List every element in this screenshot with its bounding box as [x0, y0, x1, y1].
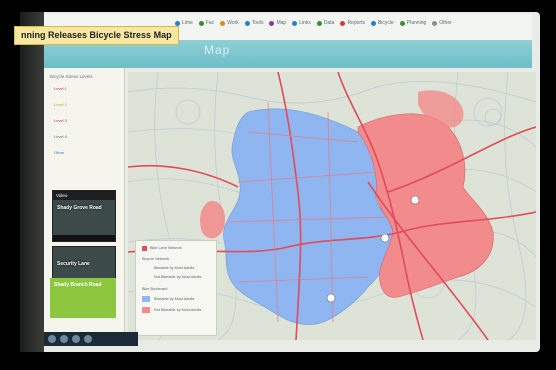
bookmark-link[interactable]: Other — [432, 20, 452, 26]
bookmark-icon — [292, 20, 298, 26]
bookmark-link[interactable]: Work — [220, 20, 239, 26]
bookmark-link[interactable]: Bicycle — [370, 20, 394, 26]
legend-section: Bike Boulevard — [142, 287, 168, 291]
legend-row: Not Bikeable by Most Adults — [154, 275, 202, 279]
bookmark-icon — [370, 20, 376, 26]
bookmark-label: Reports — [347, 20, 365, 26]
bookmark-label: Map — [276, 20, 287, 26]
legend-swatch — [142, 246, 147, 251]
video-thumbnail[interactable]: Video Shady Grove Road — [52, 190, 116, 242]
bookmark-link[interactable]: Fac — [198, 20, 215, 26]
bookmark-link[interactable]: Data — [316, 20, 335, 26]
bookmark-icon — [316, 20, 322, 26]
sidebar-item[interactable]: Level 4 — [54, 134, 67, 139]
high-stress-region — [357, 113, 494, 298]
taskbar — [44, 332, 138, 346]
site-header: Map — [44, 40, 532, 68]
bookmark-label: Tools — [251, 20, 264, 26]
map-legend: Bike Lane Network Bicycle Network Bikeab… — [135, 240, 217, 336]
sidebar-item[interactable]: Level 2 — [54, 102, 67, 107]
bookmark-label: Work — [227, 20, 239, 26]
legend-swatch — [142, 296, 150, 302]
sidebar-item[interactable]: Level 3 — [54, 118, 67, 123]
site-title: Map — [204, 43, 231, 57]
bookmark-link[interactable]: Links — [292, 20, 311, 26]
bookmark-icon — [340, 20, 346, 26]
bookmark-label: Fac — [205, 20, 215, 26]
bookmark-link[interactable]: Map — [269, 20, 286, 26]
legend-swatch — [142, 307, 150, 313]
video-thumbnail[interactable]: Shady Branch Road — [50, 278, 116, 318]
bookmark-icon — [432, 20, 438, 26]
highway-shield-icon — [380, 233, 390, 243]
minor-roads — [227, 101, 389, 323]
bookmark-icon — [198, 20, 204, 26]
bookmark-icon — [220, 20, 226, 26]
sidebar-item[interactable]: Level 1 — [54, 86, 67, 91]
bookmark-icon — [269, 20, 275, 26]
bookmark-label: Bicycle — [377, 20, 394, 26]
bookmark-label: Data — [323, 20, 335, 26]
bookmark-link[interactable]: Planning — [399, 20, 427, 26]
high-stress-region — [418, 90, 464, 128]
video-label: Shady Branch Road — [54, 282, 102, 288]
video-label: Security Lane — [57, 261, 90, 267]
bookmark-link[interactable]: Tools — [244, 20, 264, 26]
bookmark-link[interactable]: Lime — [175, 20, 193, 26]
sidebar-item[interactable]: Other — [54, 150, 65, 155]
highway-shield-icon — [410, 195, 420, 205]
app-icon[interactable] — [84, 335, 92, 343]
legend-row: Not Bikeable by Most Adults — [154, 308, 202, 312]
app-icon[interactable] — [72, 335, 80, 343]
legend-row: Bikeable by Most Adults — [154, 266, 195, 270]
bookmarks-row: Lime Fac Work Tools Map Links Data Reports Bicyc… — [175, 20, 452, 26]
legend-row: Bikeable by Most Adults — [154, 297, 195, 301]
app-icon[interactable] — [60, 335, 68, 343]
bookmark-label: Links — [299, 20, 311, 26]
bookmark-label: Lime — [182, 20, 193, 26]
sidebar-heading: Bicycle Stress Levels — [50, 74, 93, 79]
bookmark-icon — [399, 20, 405, 26]
video-title-banner: nning Releases Bicycle Stress Map — [14, 26, 179, 45]
legend-section: Bicycle Network — [142, 257, 170, 261]
bookmark-icon — [175, 20, 180, 26]
bookmark-icon — [244, 20, 250, 26]
app-icon[interactable] — [48, 335, 56, 343]
bookmark-label: Other — [439, 20, 452, 26]
legend-title: Bike Lane Network — [150, 246, 182, 250]
monitor-bezel — [20, 12, 44, 352]
bookmark-label: Planning — [406, 20, 427, 26]
map-canvas[interactable] — [128, 72, 536, 340]
bookmark-link[interactable]: Reports — [340, 20, 365, 26]
highway-shield-icon — [326, 293, 336, 303]
video-controls[interactable] — [53, 235, 115, 241]
video-label: Shady Grove Road — [57, 205, 102, 211]
video-caption: Video — [53, 191, 115, 200]
high-stress-region — [200, 201, 226, 239]
